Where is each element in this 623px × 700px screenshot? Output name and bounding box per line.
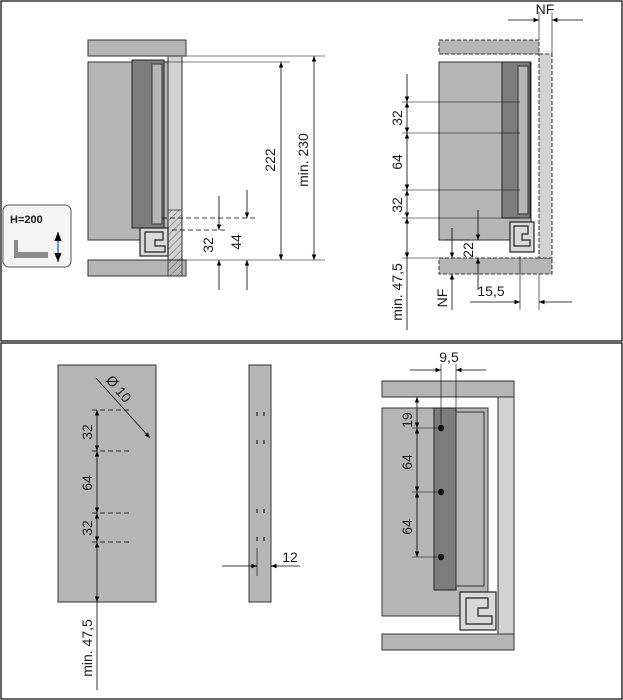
inner-cabinet-side — [497, 396, 515, 635]
edge-dim-12: 12 — [282, 549, 298, 565]
inner-drawer-profile — [455, 411, 485, 587]
dim-label-230: min. 230 — [295, 133, 311, 187]
front-dim-22: 22 — [460, 242, 476, 258]
hatched-section — [167, 209, 183, 277]
front-top-rail — [438, 39, 540, 55]
inner-view: 9,5 19 64 64 — [381, 349, 515, 651]
edge-panel — [248, 364, 272, 603]
panel-dim-64: 64 — [79, 475, 95, 491]
front-dim-min-47-5: min. 47,5 — [389, 263, 405, 321]
panel-dim-min-47-5: min. 47,5 — [79, 619, 95, 677]
front-dim-32-bottom: 32 — [389, 197, 405, 213]
dim-label-222: 222 — [262, 148, 278, 172]
front-bottom-rail — [438, 257, 553, 275]
side-view: H=200 222 min. 230 32 44 — [2, 39, 325, 290]
panel-body — [57, 364, 157, 603]
top-section-frame — [0, 0, 623, 342]
panel-dim-32-bottom: 32 — [79, 520, 95, 536]
inner-dim-9-5: 9,5 — [439, 349, 459, 365]
front-dim-64: 64 — [389, 154, 405, 170]
badge-label: H=200 — [10, 214, 43, 226]
inner-bottom-rail — [381, 633, 515, 651]
inner-dim-64-bottom: 64 — [399, 519, 415, 535]
dim-label-32: 32 — [200, 237, 216, 253]
bottom-rail — [87, 259, 187, 277]
front-dim-32-top: 32 — [389, 110, 405, 126]
inner-dim-19: 19 — [399, 412, 415, 428]
front-cabinet-side — [538, 53, 553, 259]
drawer-side-inner — [151, 63, 163, 225]
front-dim-nf-bottom: NF — [434, 289, 450, 308]
bottom-section-frame — [0, 342, 623, 700]
dim-label-44: 44 — [228, 234, 244, 250]
height-badge: H=200 — [2, 204, 72, 268]
front-view: NF 32 64 32 min. 47,5 22 NF 15,5 — [389, 1, 583, 330]
front-drawer-inner — [517, 65, 529, 215]
panel-dim-32-top: 32 — [79, 424, 95, 440]
inner-drawer-side — [433, 407, 457, 591]
top-rail — [87, 39, 187, 57]
panel-view: Ø 10 32 64 32 min. 47,5 — [57, 364, 157, 690]
edge-view: 12 — [222, 364, 300, 603]
front-dim-15-5: 15,5 — [477, 283, 504, 299]
inner-dim-64-top: 64 — [399, 454, 415, 470]
inner-top-rail — [381, 380, 515, 398]
dim-label-nf-top: NF — [536, 1, 555, 17]
